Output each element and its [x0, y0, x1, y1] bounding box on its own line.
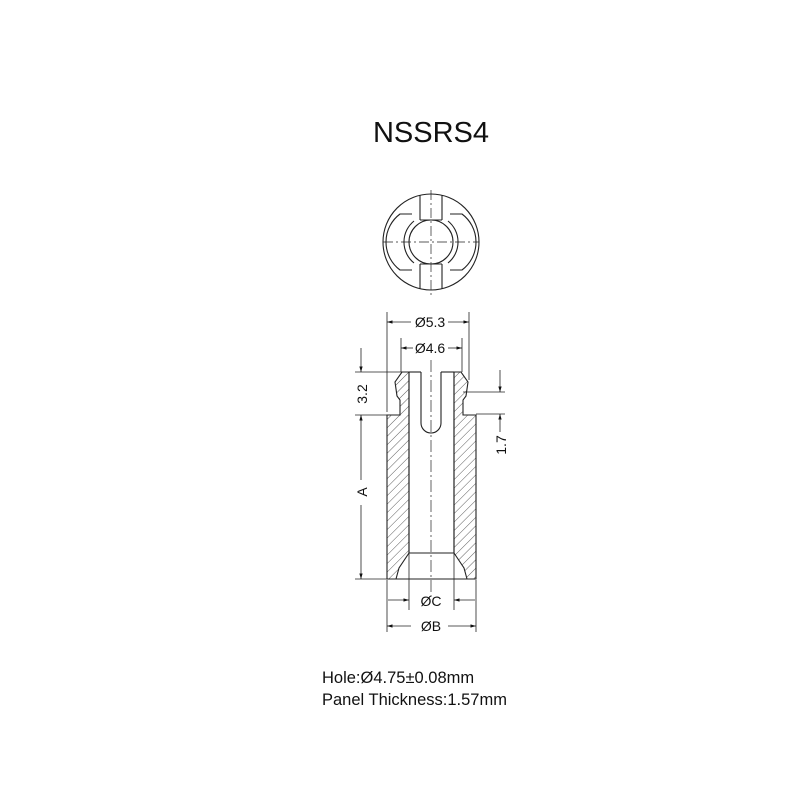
hole-spec: Hole:Ø4.75±0.08mm: [322, 669, 475, 687]
dim-outer-top-diameter: Ø5.3: [415, 314, 446, 330]
dim-bottom-inner-diameter: ØC: [421, 593, 442, 609]
dim-length-a: A: [354, 487, 370, 497]
dimension-labels: Ø5.3 Ø4.6 3.2 A 1.7 ØC ØB: [354, 314, 509, 634]
dim-bottom-outer-diameter: ØB: [421, 618, 441, 634]
dim-groove-height: 1.7: [493, 435, 509, 455]
spec-notes: Hole:Ø4.75±0.08mm Panel Thickness:1.57mm: [322, 667, 507, 711]
panel-thickness-spec: Panel Thickness:1.57mm: [322, 691, 507, 709]
dim-head-height: 3.2: [354, 384, 370, 404]
section-view: [386, 360, 477, 600]
top-view: [382, 190, 480, 295]
dimension-lines: [355, 312, 505, 632]
part-number-title: NSSRS4: [372, 117, 490, 149]
dim-inner-top-diameter: Ø4.6: [415, 340, 446, 356]
